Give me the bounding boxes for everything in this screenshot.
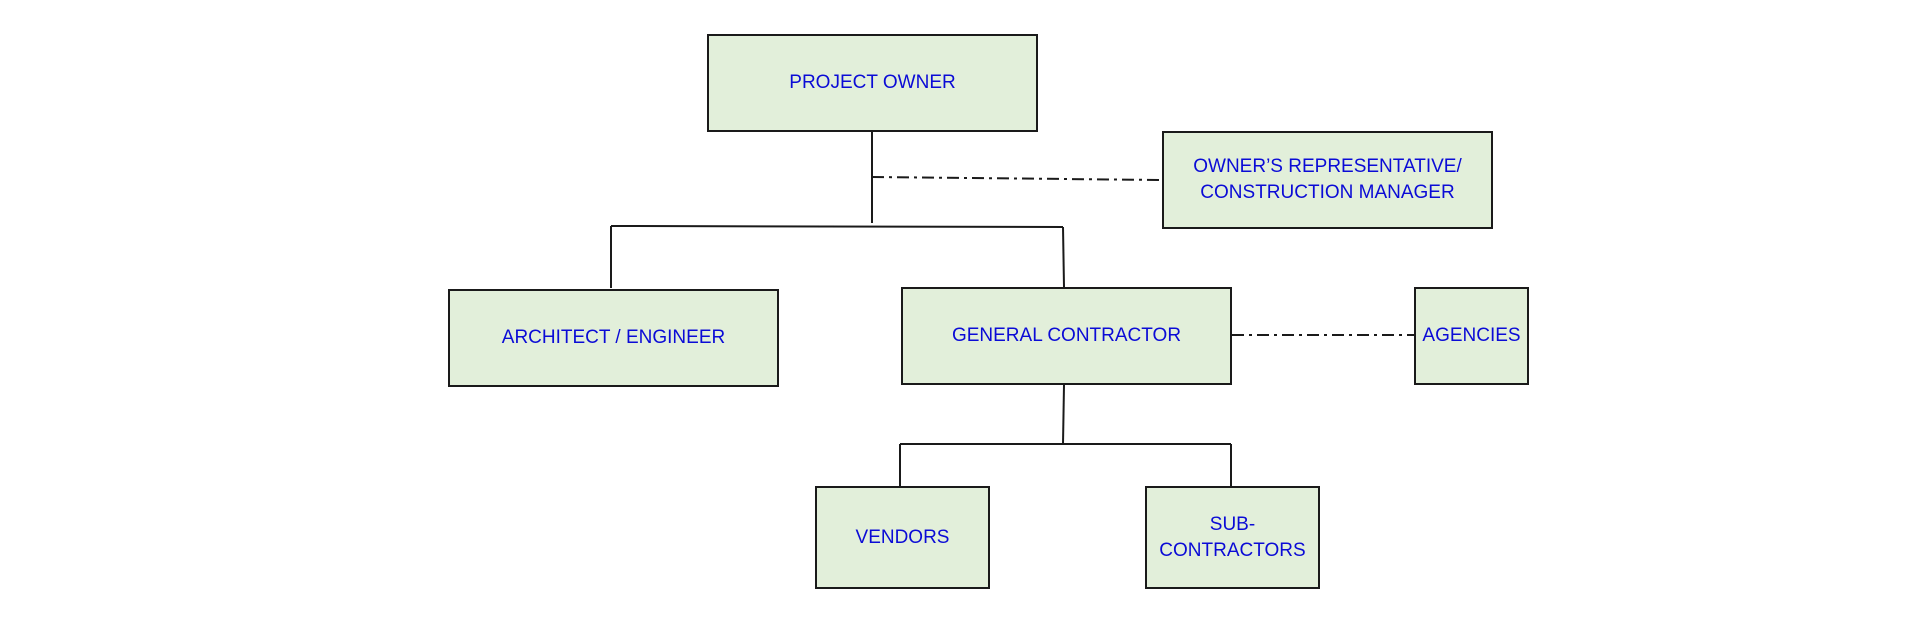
project-owner-node: PROJECT OWNER — [707, 34, 1038, 132]
architect-engineer-node: ARCHITECT / ENGINEER — [448, 289, 779, 387]
subcontractors-label: SUB- CONTRACTORS — [1159, 513, 1306, 561]
project-owner-label: PROJECT OWNER — [789, 72, 956, 93]
vendors-label: VENDORS — [855, 526, 950, 548]
owners-representative-label: OWNER’S REPRESENTATIVE/ CONSTRUCTION MAN… — [1193, 156, 1462, 203]
general-contractor-label: GENERAL CONTRACTOR — [951, 325, 1182, 346]
subcontractors-node: SUB- CONTRACTORS — [1145, 486, 1320, 589]
agencies-node: AGENCIES — [1414, 287, 1529, 385]
general-contractor-node: GENERAL CONTRACTOR — [901, 287, 1232, 385]
connector-owner-branch — [610, 225, 1064, 228]
vendors-node: VENDORS — [815, 486, 990, 589]
owners-representative-node: OWNER’S REPRESENTATIVE/ CONSTRUCTION MAN… — [1162, 131, 1493, 229]
connector-gc-trunk — [1062, 384, 1065, 445]
agencies-label: AGENCIES — [1422, 325, 1521, 346]
architect-engineer-label: ARCHITECT / ENGINEER — [501, 327, 726, 348]
connector-branch-gc — [1062, 226, 1065, 288]
connector-owner-representative — [871, 176, 1163, 181]
